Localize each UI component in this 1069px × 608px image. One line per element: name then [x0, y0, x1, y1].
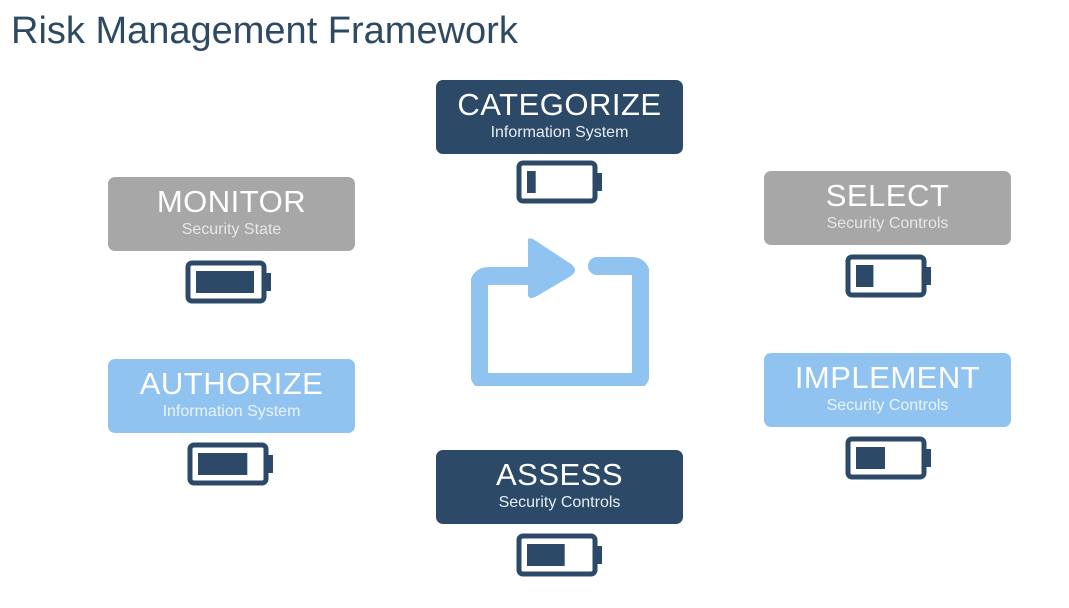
step-categorize-subtitle: Information System — [490, 124, 629, 141]
battery-fill — [856, 265, 874, 287]
battery-fill — [527, 171, 536, 193]
step-authorize: AUTHORIZE Information System — [108, 359, 355, 433]
step-select-title: SELECT — [825, 178, 950, 213]
battery-body — [516, 533, 598, 577]
step-authorize-title: AUTHORIZE — [139, 366, 324, 401]
battery-icon-select — [845, 254, 933, 298]
battery-body — [516, 160, 598, 204]
battery-fill — [196, 271, 254, 293]
battery-icon-monitor — [185, 260, 273, 304]
step-monitor-subtitle: Security State — [181, 221, 282, 238]
battery-icon-authorize — [187, 442, 275, 486]
page-title: Risk Management Framework — [11, 10, 518, 52]
battery-tip — [596, 173, 602, 191]
step-monitor-title: MONITOR — [156, 184, 307, 219]
step-implement-title: IMPLEMENT — [794, 360, 981, 395]
step-implement: IMPLEMENT Security Controls — [764, 353, 1011, 427]
battery-body — [845, 436, 927, 480]
step-assess: ASSESS Security Controls — [436, 450, 683, 524]
battery-icon-assess — [516, 533, 604, 577]
step-categorize: CATEGORIZE Information System — [436, 80, 683, 154]
battery-body — [845, 254, 927, 298]
battery-icon-categorize — [516, 160, 604, 204]
step-select-subtitle: Security Controls — [826, 215, 949, 232]
step-implement-subtitle: Security Controls — [826, 397, 949, 414]
battery-tip — [596, 546, 602, 564]
battery-fill — [856, 447, 885, 469]
step-monitor: MONITOR Security State — [108, 177, 355, 251]
step-assess-title: ASSESS — [495, 457, 624, 492]
step-select: SELECT Security Controls — [764, 171, 1011, 245]
battery-body — [185, 260, 267, 304]
step-categorize-title: CATEGORIZE — [457, 87, 662, 122]
cycle-arrow-icon — [471, 238, 649, 386]
step-authorize-subtitle: Information System — [162, 403, 301, 420]
battery-tip — [925, 267, 931, 285]
battery-tip — [267, 455, 273, 473]
battery-fill — [527, 544, 565, 566]
step-assess-subtitle: Security Controls — [498, 494, 621, 511]
battery-fill — [198, 453, 248, 475]
battery-tip — [925, 449, 931, 467]
battery-body — [187, 442, 269, 486]
battery-tip — [265, 273, 271, 291]
battery-icon-implement — [845, 436, 933, 480]
